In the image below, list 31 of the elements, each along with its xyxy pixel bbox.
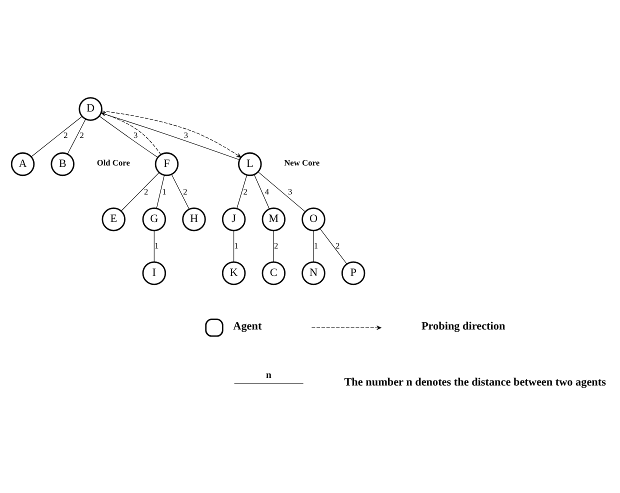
- connector: [313, 230, 314, 262]
- connector: [258, 171, 306, 212]
- connector: [31, 116, 82, 156]
- node-circle: P: [341, 260, 366, 285]
- node-circle: F: [154, 152, 179, 176]
- node-circle: J: [222, 207, 246, 231]
- connector: [320, 228, 348, 264]
- node-circle: M: [262, 207, 286, 231]
- node-circle: G: [142, 207, 166, 231]
- node-circle: N: [302, 260, 326, 285]
- label: n: [266, 370, 272, 381]
- node-circle: B: [50, 152, 74, 176]
- legend-label: Probing direction: [421, 320, 506, 332]
- connector: [254, 174, 270, 209]
- node-circle: A: [10, 152, 35, 176]
- legend-label: Agent: [233, 320, 262, 332]
- connector: [156, 174, 165, 208]
- connector: [236, 174, 248, 208]
- node-circle: C: [262, 260, 286, 285]
- connector: [273, 230, 274, 262]
- node-circle: D: [78, 96, 102, 120]
- node-circle: O: [302, 207, 326, 231]
- node-circle: H: [182, 207, 206, 231]
- node-circle: E: [102, 207, 126, 231]
- legend-label: The number n denotes the distance between two agents: [344, 376, 606, 388]
- node-circle: I: [142, 260, 166, 285]
- connector: [171, 174, 190, 209]
- connector: [67, 118, 86, 154]
- node-circle: L: [238, 152, 262, 176]
- connector: [120, 172, 160, 211]
- node-circle: K: [222, 260, 246, 285]
